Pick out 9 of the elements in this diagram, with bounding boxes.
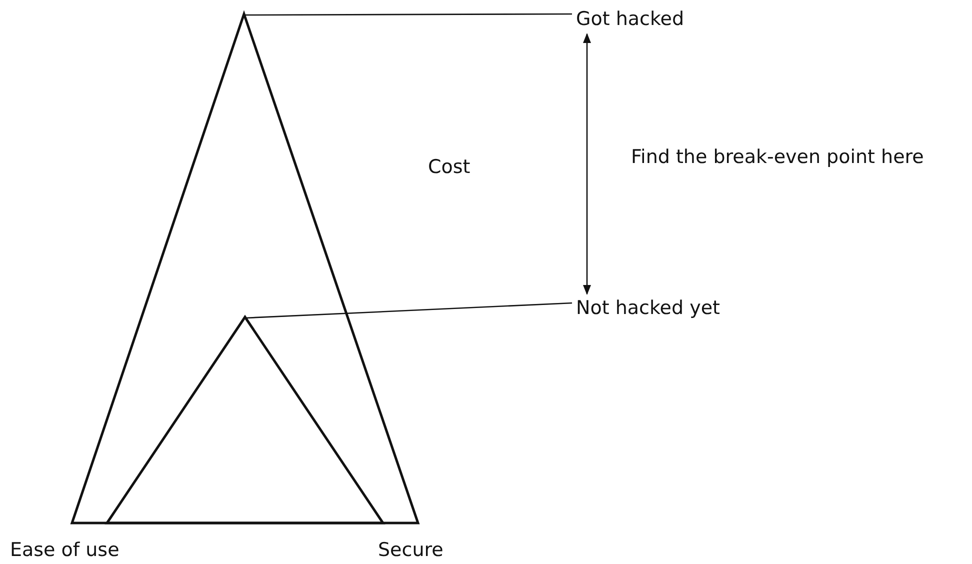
annotation-text: Find the break-even point here — [631, 146, 924, 168]
leader-line — [244, 302, 572, 319]
status-label: Got hacked — [576, 8, 684, 30]
double-arrow — [583, 33, 591, 295]
corner-label: Secure — [378, 539, 444, 561]
status-label: Not hacked yet — [576, 297, 720, 319]
leader-line — [245, 13, 572, 16]
axis-label: Cost — [428, 156, 470, 178]
corner-label: Ease of use — [10, 539, 120, 561]
